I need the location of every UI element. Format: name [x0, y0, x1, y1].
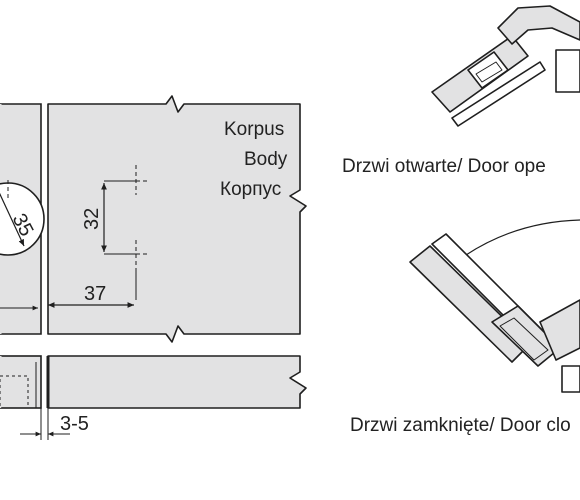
cup-hole	[0, 180, 45, 256]
door-panel-side	[0, 355, 42, 409]
hole-offset-label: 37	[84, 283, 106, 305]
body-label-en: Body	[244, 149, 288, 170]
hinge-open-illustration	[431, 5, 580, 127]
gap-label: 3-5	[60, 413, 89, 435]
body-panel-front	[47, 95, 307, 343]
hinge-closed-illustration	[409, 219, 580, 393]
body-label-ru: Корпус	[220, 179, 281, 200]
caption-door-closed: Drzwi zamknięte/ Door clo	[350, 415, 571, 436]
body-panel-side	[46, 355, 307, 409]
hole-spacing-label: 32	[81, 208, 103, 230]
caption-door-open: Drzwi otwarte/ Door ope	[342, 156, 546, 177]
dimension-gap	[20, 408, 70, 440]
body-label-pl: Korpus	[224, 119, 284, 140]
mounting-hole-marks	[104, 165, 150, 300]
